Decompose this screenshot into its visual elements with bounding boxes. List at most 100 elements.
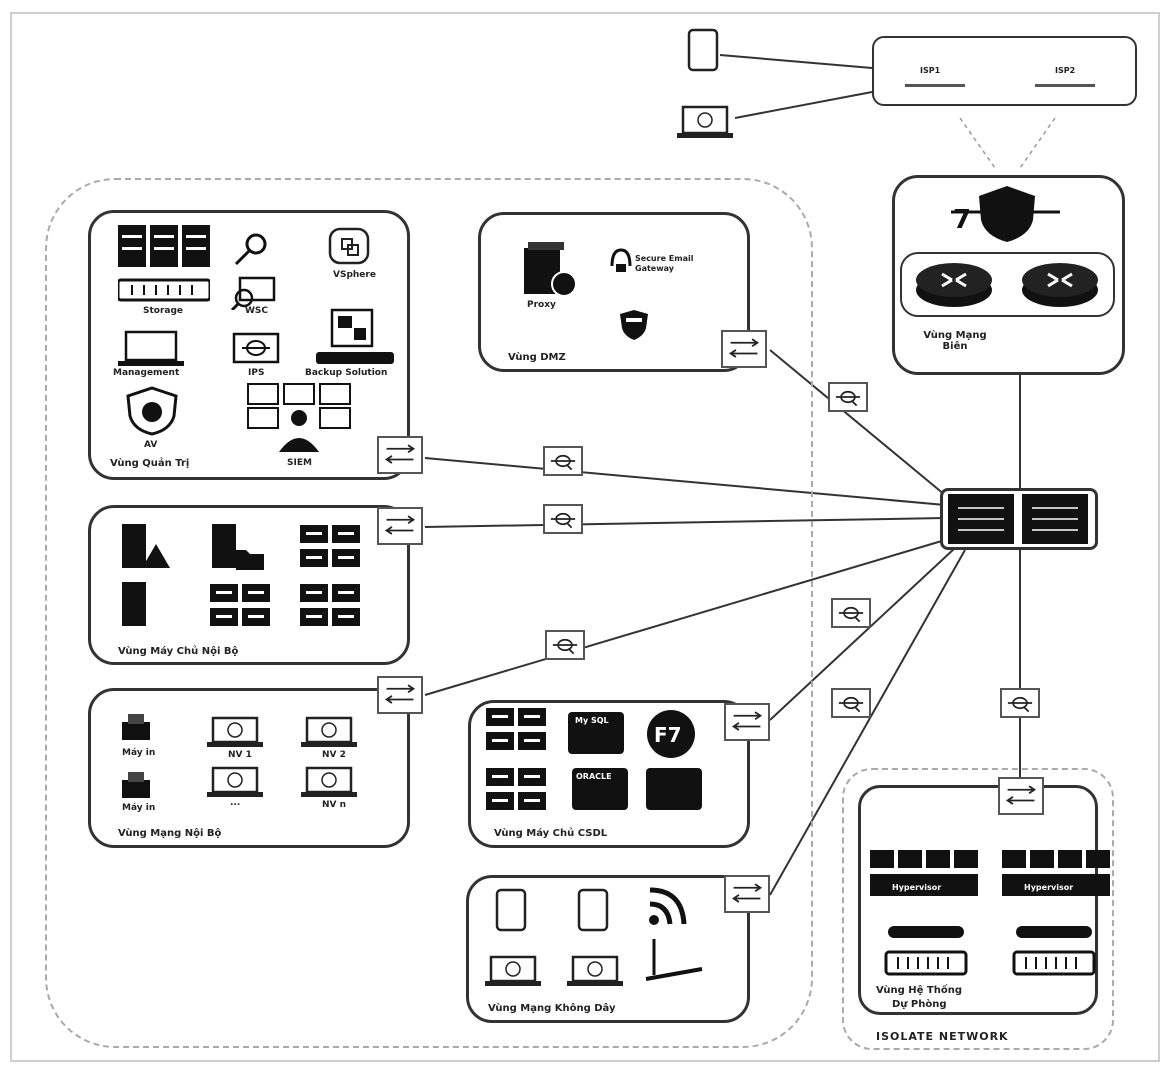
laptop-icon (118, 330, 184, 366)
printer-label: Máy in (122, 748, 156, 758)
storage-array-icon (1012, 926, 1096, 976)
laptop-icon (301, 766, 357, 797)
firewall-shield-icon: 7 (951, 186, 1060, 242)
mysql-label: My SQL (575, 716, 609, 725)
diagram-frame (10, 12, 1160, 1062)
hypervisor-label: Hypervisor (892, 883, 942, 892)
waf-shield-icon (620, 310, 648, 340)
hypervisor-host-icon (1002, 850, 1110, 896)
server-rack-icon (300, 584, 360, 626)
backup-icon (316, 308, 394, 364)
printer-icon (122, 714, 150, 740)
server-rack-icon (486, 768, 546, 810)
database-engine-icon: F7 (647, 710, 695, 758)
proxy-label: Proxy (527, 300, 556, 310)
isp-box (872, 36, 1137, 106)
switch-icon (377, 436, 423, 474)
wireless-router-icon (645, 939, 703, 981)
server-warning-icon (122, 524, 170, 568)
laptop-icon (207, 766, 263, 797)
mysql-icon (568, 712, 624, 754)
wsc-icon (230, 276, 276, 310)
switch-icon (721, 330, 767, 368)
isp1-router-icon (905, 84, 965, 87)
storage-icon (118, 225, 210, 302)
internal-network-region (45, 178, 813, 1048)
laptop-icon (485, 955, 541, 986)
ips-sensor-icon (543, 446, 583, 476)
switch-icon (724, 703, 770, 741)
ips-sensor-icon (1000, 688, 1040, 718)
zone-title: Vùng DMZ (508, 352, 566, 363)
zone-dmz (478, 212, 750, 372)
wsc-label: WSC (245, 306, 269, 316)
svg-text:F7: F7 (654, 723, 682, 747)
laptop-icon (207, 716, 263, 747)
ips-sensor-icon (831, 598, 871, 628)
nvn-label: NV n (322, 800, 347, 810)
nv1-label: NV 1 (228, 750, 252, 760)
printer-icon (122, 772, 150, 798)
isp2-label: ISP2 (1055, 66, 1076, 75)
core-switch-icon (1022, 494, 1088, 544)
laptop-icon (677, 105, 733, 138)
storage-array-icon (884, 926, 968, 976)
laptop-icon (567, 955, 623, 986)
core-switch-icon (948, 494, 1014, 544)
router-icon (1022, 263, 1098, 307)
printer-label: Máy in (122, 803, 156, 813)
server-icon (122, 582, 146, 626)
zone-title-line2: Dự Phòng (892, 999, 947, 1010)
wifi-icon (649, 887, 687, 925)
ips-sensor-icon (543, 504, 583, 534)
svg-text:7: 7 (953, 205, 971, 235)
switch-icon (724, 875, 770, 913)
switch-icon (377, 507, 423, 545)
key-icon (234, 233, 267, 266)
ips-sensor-icon (828, 382, 868, 412)
switch-icon (998, 777, 1044, 815)
vsphere-label: VSphere (333, 270, 376, 280)
tablet-icon (687, 28, 719, 72)
laptop-icon (301, 716, 357, 747)
hypervisor-host-icon (870, 850, 978, 896)
zone-title-line1: Vùng Hệ Thống (876, 985, 962, 996)
nv2-label: NV 2 (322, 750, 346, 760)
isp2-router-icon (1035, 84, 1095, 87)
antivirus-shield-icon (126, 386, 178, 436)
management-label: Management (113, 368, 180, 378)
switch-icon (377, 676, 423, 714)
tablet-icon (495, 888, 527, 932)
isp1-label: ISP1 (920, 66, 941, 75)
zone-title: Vùng Quản Trị (110, 458, 190, 469)
storage-label: Storage (143, 306, 184, 316)
server-rack-icon (210, 584, 270, 626)
zone-title: Vùng Mạng Biên (923, 330, 987, 352)
database-server-icon (646, 768, 702, 810)
server-rack-icon (300, 525, 360, 567)
ips-sensor-icon (545, 630, 585, 660)
zone-title: Vùng Mạng Nội Bộ (118, 828, 222, 839)
zone-title: Vùng Máy Chủ Nội Bộ (118, 646, 239, 657)
server-rack-icon (486, 708, 546, 750)
ips-icon (232, 332, 280, 364)
tablet-icon (577, 888, 609, 932)
isolate-network-region (842, 768, 1114, 1050)
proxy-server-icon (524, 242, 577, 297)
hypervisor-label: Hypervisor (1024, 883, 1074, 892)
isolate-network-label: ISOLATE NETWORK (876, 1030, 1009, 1043)
email-gateway-label: Secure Email Gateway (635, 254, 694, 273)
siem-icon (247, 383, 351, 452)
email-gateway-icon (610, 248, 632, 272)
ips-label: IPS (248, 368, 265, 378)
server-folder-icon (212, 524, 264, 570)
siem-label: SIEM (287, 458, 312, 468)
router-icon (916, 263, 992, 307)
ips-sensor-icon (831, 688, 871, 718)
nv-more-label: ... (230, 798, 241, 808)
zone-title: Vùng Mạng Không Dây (488, 1003, 616, 1014)
oracle-label: ORACLE (576, 772, 612, 781)
oracle-icon (572, 768, 628, 810)
backup-label: Backup Solution (305, 368, 388, 378)
